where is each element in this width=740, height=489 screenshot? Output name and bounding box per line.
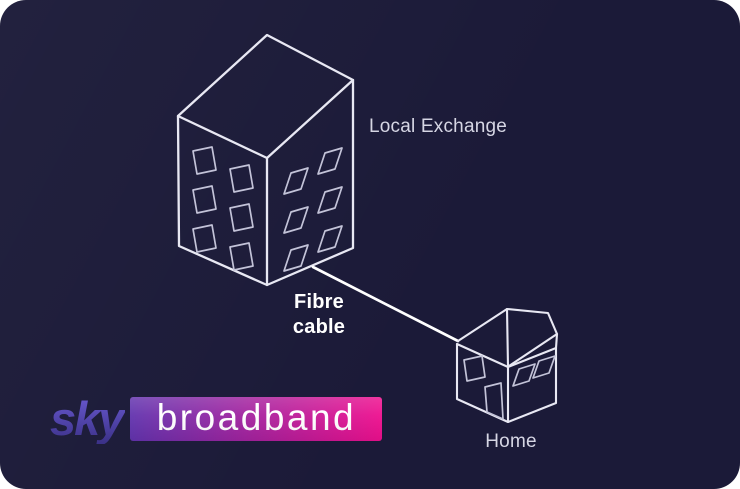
home-label: Home [485, 431, 537, 452]
home-house-illustration [455, 307, 559, 424]
sky-logo-text: sky [50, 394, 125, 444]
house-openings [463, 355, 556, 420]
fibre-cable-label-line2: cable [292, 316, 346, 338]
building-windows [192, 146, 343, 272]
fibre-cable-line [311, 265, 460, 343]
local-exchange-building-illustration [176, 33, 355, 287]
broadband-badge: broadband [130, 397, 383, 441]
local-exchange-label: Local Exchange [369, 116, 508, 137]
sky-broadband-logo: sky broadband [50, 394, 383, 444]
fibre-cable-label: Fibre cable [281, 290, 357, 340]
broadband-badge-text: broadband [156, 397, 357, 438]
fibre-cable-label-line1: Fibre [294, 291, 344, 313]
